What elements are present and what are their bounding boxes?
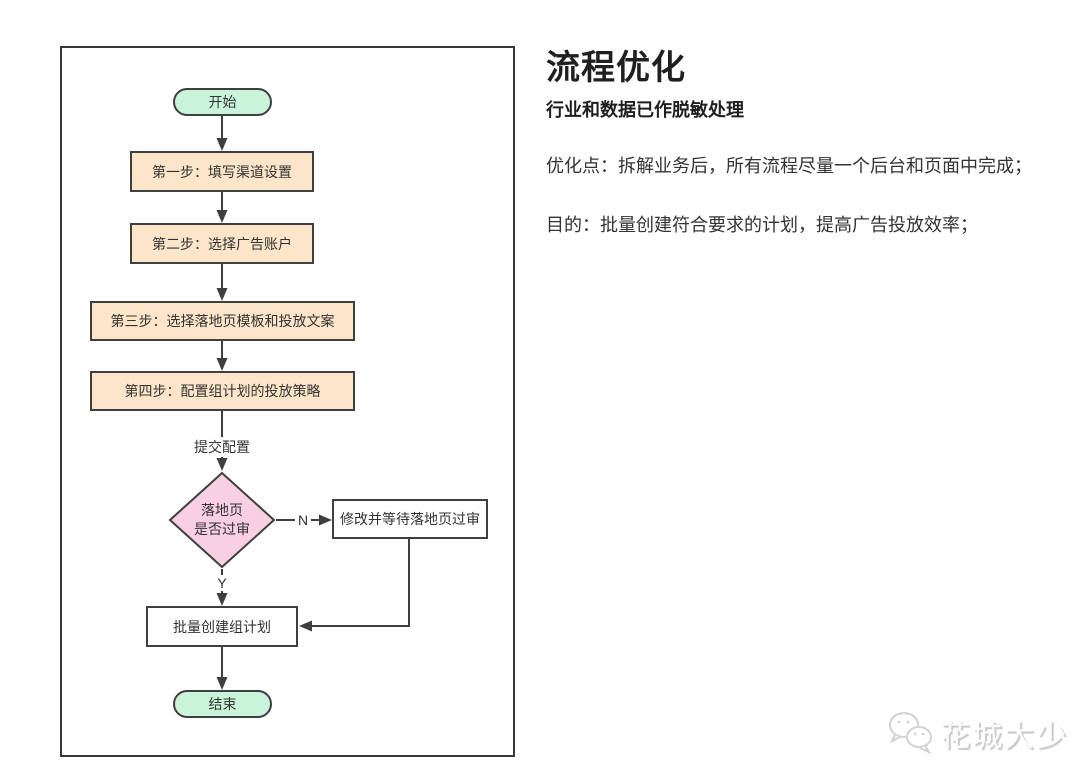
watermark-text: 花城大少 [940,720,1068,753]
branch-yes-label: Y [214,575,230,591]
optimization-point-text: 优化点：拆解业务后，所有流程尽量一个后台和页面中完成； [546,156,1032,176]
page-title: 流程优化 [546,49,686,87]
watermark: 花城大少 [884,708,1068,758]
decision-label: 落地页 是否过审 [168,471,276,569]
purpose-text: 目的：批量创建符合要求的计划，提高广告投放效率； [546,215,978,235]
step2-node: 第二步：选择广告账户 [130,223,314,264]
revise-node: 修改并等待落地页过审 [332,499,488,539]
step3-node: 第三步：选择落地页模板和投放文案 [90,301,355,341]
start-node: 开始 [173,88,272,116]
decision-line2: 是否过审 [194,521,250,537]
decision-diamond-shape [168,471,276,569]
decision-line1: 落地页 [201,502,243,518]
step1-node: 第一步：填写渠道设置 [130,151,314,192]
branch-no-label: N [294,512,312,528]
end-node: 结束 [173,690,272,718]
page-subtitle: 行业和数据已作脱敏处理 [546,100,744,120]
step4-node: 第四步：配置组计划的投放策略 [90,371,355,411]
decision-node: 落地页 是否过审 [168,471,276,569]
wechat-bubbles-icon [889,712,932,755]
submit-config-edge-label: 提交配置 [191,437,253,457]
batch-create-node: 批量创建组计划 [146,606,298,647]
